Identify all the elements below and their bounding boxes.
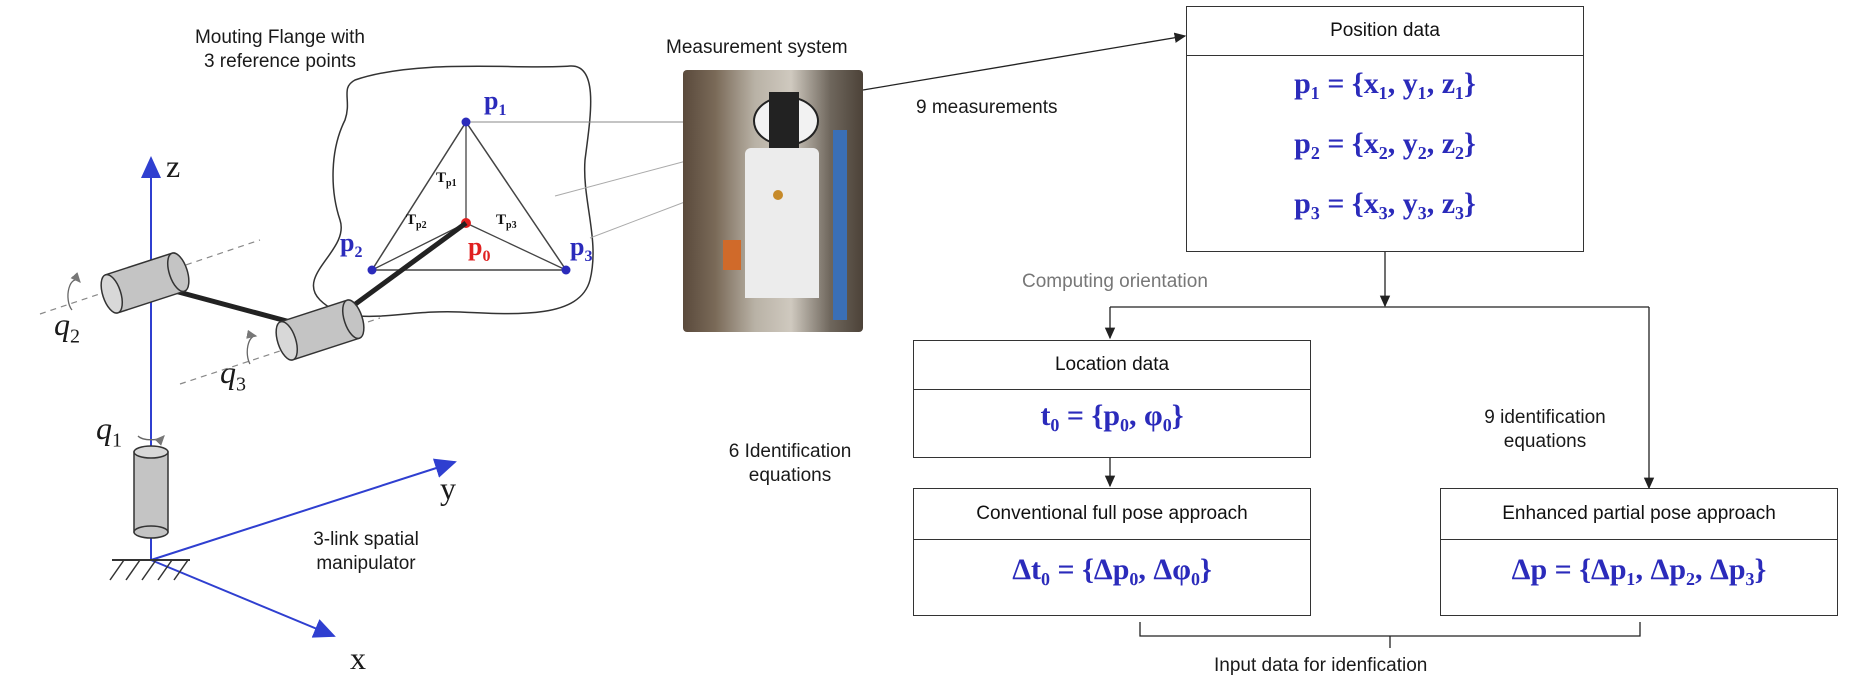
tp1-letter: T [436,170,447,186]
input-data-label: Input data for idenfication [1214,655,1428,676]
tp3-sub: p3 [506,220,517,231]
q1-label: q1 [96,410,122,452]
y-axis-label: y [440,470,456,506]
p2-sub: 2 [354,244,363,262]
tp2-sub: p2 [416,220,427,231]
x-axis-label: x [350,640,366,676]
leader-line-p3 [589,199,691,239]
six-equations-line2: equations [748,465,832,486]
measurement-system-photo [683,70,863,332]
tp3-line [465,222,567,271]
p0-letter: p [468,232,483,261]
position-eq-1: p₁ = {x₁, y₁, z₁} [1294,67,1476,100]
manipulator-label-line2: manipulator [316,553,416,574]
q2-sub: 2 [70,325,80,348]
q2-label: q2 [54,306,80,348]
joint-q1-cylinder [133,445,169,539]
tp3-letter: T [496,212,507,228]
q3-axis-dash [179,317,381,385]
measurement-arrow [862,32,1187,91]
nine-equations-line2: equations [1503,431,1587,452]
conventional-eq: Δt₀ = {Δp₀, Δφ₀} [1012,553,1212,586]
enhanced-eq: Δp = {Δp₁, Δp₂, Δp₃} [1511,553,1767,586]
p2-label: p2 [340,228,362,262]
conventional-approach-title: Conventional full pose approach [914,489,1310,540]
z-axis-label: z [166,148,181,184]
tp1-label: Tp1 [436,170,457,189]
tp1-sub: p1 [446,178,457,189]
measurement-system-label: Measurement system [666,37,848,58]
conventional-approach-box: Conventional full pose approach Δt₀ = {Δ… [913,488,1311,616]
q1-rotation-arrow [137,435,165,446]
y-axis [150,458,457,561]
q3-rotation-arrow [246,329,258,365]
q3-label: q3 [220,354,246,396]
p3-label: p3 [570,232,592,266]
p2-dot [367,265,377,275]
p3-letter: p [570,232,585,261]
joint-q2-cylinder [100,252,190,314]
measurements-count-label: 9 measurements [916,97,1058,118]
position-eq-2: p₂ = {x₂, y₂, z₂} [1294,127,1476,160]
p1-label: p1 [484,86,506,120]
location-data-box: Location data t₀ = {p₀, φ₀} [913,340,1311,458]
leader-line-mid [554,159,691,197]
manipulator-label-line1: 3-link spatial [313,529,419,550]
flange-outline [312,65,594,318]
flange-label-line1: Mouting Flange with [194,27,366,48]
ground-hatch [109,559,189,581]
nine-equations-line1: 9 identification [1484,407,1606,428]
q3-sub: 3 [236,373,246,396]
q2-rotation-arrow [67,272,81,311]
p1-dot [461,117,471,127]
p3-sub: 3 [584,248,593,266]
joint-q3-cylinder [275,299,365,361]
tp2-letter: T [406,212,417,228]
p1-sub: 1 [498,102,507,120]
location-data-title: Location data [914,341,1310,390]
q3-letter: q [220,354,236,390]
enhanced-approach-box: Enhanced partial pose approach Δp = {Δp₁… [1440,488,1838,616]
p3-dot [561,265,571,275]
location-eq: t₀ = {p₀, φ₀} [1040,399,1184,432]
position-data-box: Position data p₁ = {x₁, y₁, z₁} p₂ = {x₂… [1186,6,1584,252]
tp2-label: Tp2 [406,212,427,231]
tp2-line [371,222,467,271]
position-data-title: Position data [1187,7,1583,56]
nine-equations-label: 9 identification equations [1450,406,1640,454]
p2-letter: p [340,228,355,257]
flange-label-line2: 3 reference points [203,51,357,72]
manipulator-label: 3-link spatial manipulator [296,528,436,576]
six-equations-label: 6 Identification equations [690,440,890,488]
q2-letter: q [54,306,70,342]
reference-triangle [370,120,568,271]
flange-label: Mouting Flange with 3 reference points [150,26,410,74]
q2-axis-dash [39,239,261,315]
computing-orientation-label: Computing orientation [1022,271,1208,292]
x-axis [150,559,336,638]
p1-letter: p [484,86,499,115]
q1-sub: 1 [112,429,122,452]
p0-sub: 0 [482,248,491,266]
enhanced-approach-title: Enhanced partial pose approach [1441,489,1837,540]
p0-label: p0 [468,232,490,266]
q1-letter: q [96,410,112,446]
position-eq-3: p₃ = {x₃, y₃, z₃} [1294,187,1476,220]
input-bracket [1139,622,1641,637]
six-equations-line1: 6 Identification [728,441,852,462]
tp3-label: Tp3 [496,212,517,231]
